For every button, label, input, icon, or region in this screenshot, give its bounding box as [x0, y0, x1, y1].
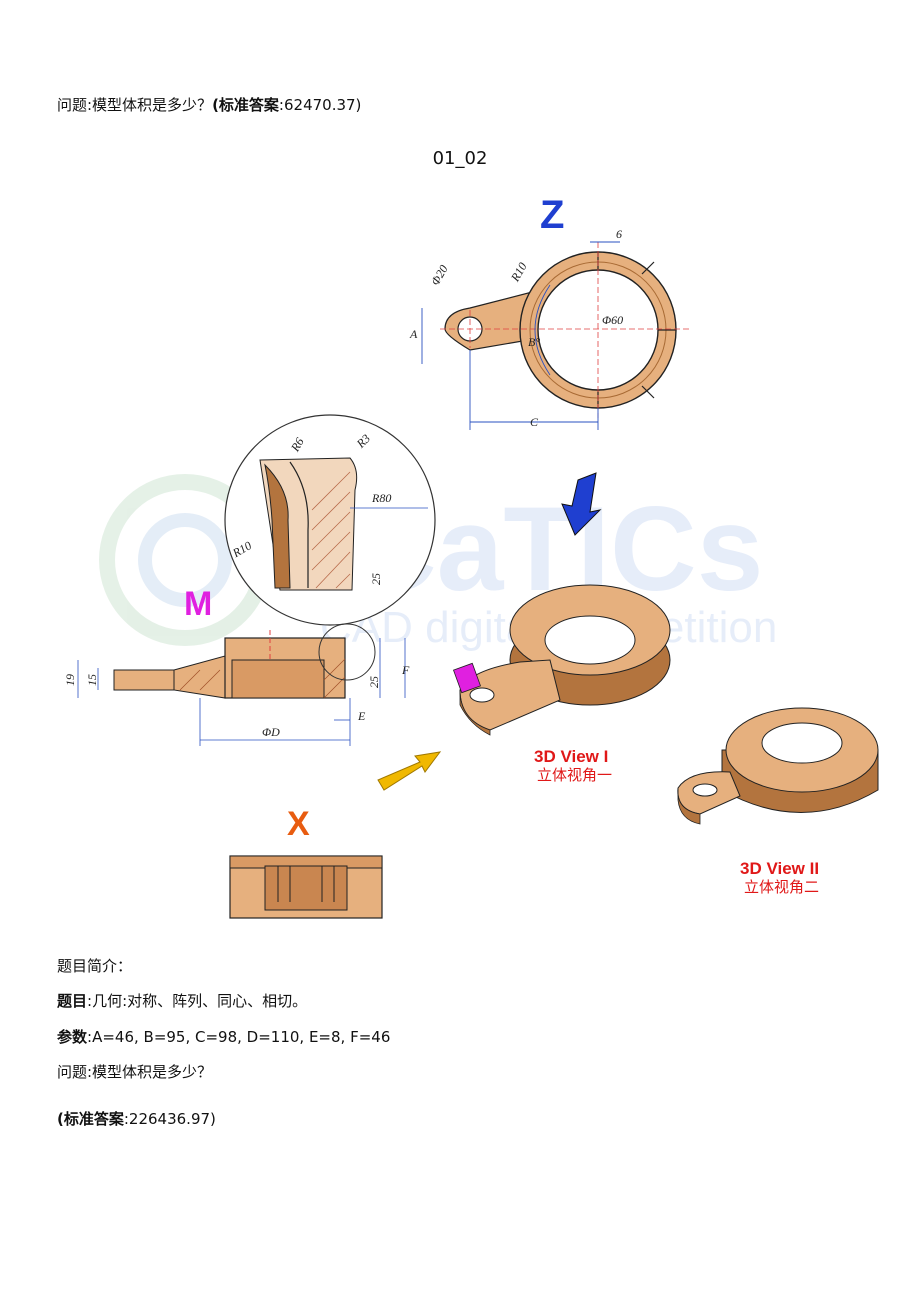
dim-6: 6 — [616, 227, 622, 241]
drawing-id: 01_02 — [432, 148, 488, 169]
view2-en: 3D View II — [740, 859, 819, 878]
dim-25a: 25 — [369, 573, 383, 585]
section-view: 19 15 25 F E ΦD — [63, 623, 410, 746]
front-view — [229, 855, 383, 919]
dim-r10: R10 — [507, 260, 529, 285]
view-m-label: M — [184, 585, 212, 623]
dim-f: F — [401, 663, 410, 677]
dim-a: A — [409, 327, 418, 341]
z-arrow — [561, 472, 602, 536]
question-bottom: 问题:模型体积是多少？ — [57, 1063, 213, 1081]
topic-line: 题目:几何:对称、阵列、同心、相切。 — [57, 992, 308, 1010]
view1-en: 3D View I — [534, 747, 608, 766]
dim-d60: Φ60 — [602, 313, 623, 327]
dim-15: 15 — [85, 674, 99, 686]
technical-drawing: CaTICs CAD digital competition Z — [63, 193, 879, 919]
x-arrow — [377, 751, 442, 791]
view1-model — [452, 584, 671, 736]
params-line: 参数:A=46, B=95, C=98, D=110, E=8, F=46 — [57, 1028, 391, 1046]
detail-view: R6 R3 R80 R10 25 — [224, 414, 436, 626]
watermark: CaTICs CAD digital competition — [99, 474, 777, 652]
dim-b: B° — [528, 335, 540, 349]
top-view: Φ20 R10 6 A B° Φ60 C — [409, 227, 690, 430]
dim-25b: 25 — [367, 676, 381, 688]
dim-c: C — [530, 415, 539, 429]
dim-r6: R6 — [287, 435, 306, 454]
view2-cn: 立体视角二 — [744, 878, 819, 896]
intro-heading: 题目简介： — [57, 957, 133, 975]
view1-cn: 立体视角一 — [537, 766, 612, 784]
view2-model — [677, 707, 879, 825]
view-z-label: Z — [540, 193, 564, 237]
dim-19: 19 — [63, 674, 77, 686]
dim-e: E — [357, 709, 366, 723]
dim-r80: R80 — [371, 491, 391, 505]
question-top: 问题:模型体积是多少？(标准答案:62470.37) — [57, 96, 362, 114]
view-x-label: X — [287, 805, 310, 843]
dim-d20: Φ20 — [428, 263, 451, 288]
answer-bottom: (标准答案:226436.97) — [57, 1110, 216, 1128]
dim-dd: ΦD — [262, 725, 280, 739]
